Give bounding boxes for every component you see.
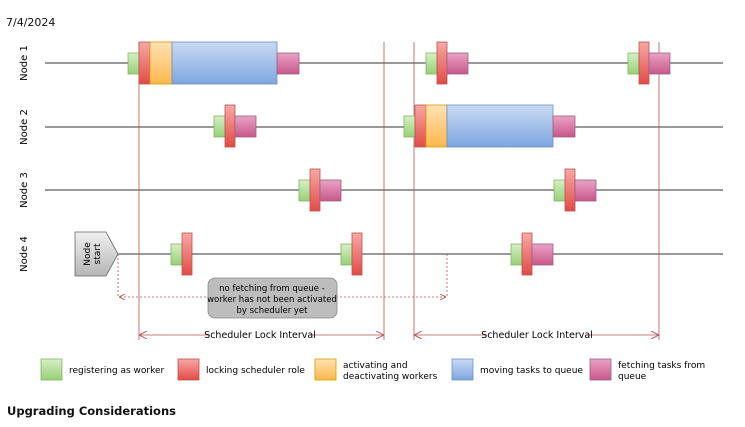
legend: registering as worker locking scheduler … <box>40 358 705 382</box>
node-2-label: Node 2 <box>19 109 30 145</box>
n1-register-block <box>627 52 640 75</box>
node-start-shape: Node start <box>74 231 119 277</box>
legend-item-activate: activating and deactivating workers <box>314 358 438 382</box>
n3-register-block <box>553 179 566 202</box>
n3-register-block <box>298 179 311 202</box>
n4-lock-block <box>181 232 193 276</box>
n2-register-block <box>213 115 226 138</box>
n2-lock-block <box>414 104 427 148</box>
n2-activate-block <box>425 104 448 148</box>
legend-item-fetch: fetching tasks from queue <box>589 358 705 382</box>
n1-lock-block <box>436 41 448 85</box>
page-date: 7/4/2024 <box>6 16 56 29</box>
node-4-label: Node 4 <box>19 236 30 272</box>
n4-lock-block <box>521 232 533 276</box>
n2-lock-block <box>224 104 236 148</box>
interval-2-label: Scheduler Lock Interval <box>481 330 593 341</box>
n1-lock-block <box>638 41 650 85</box>
n2-fetch-block <box>552 115 576 138</box>
legend-label-fetch-1: fetching tasks from <box>618 361 705 371</box>
legend-label-activate-1: activating and <box>343 361 408 371</box>
interval-1-arrow: Scheduler Lock Interval <box>140 328 383 341</box>
n1-register-block <box>127 52 140 75</box>
n1-activate-block <box>149 41 173 85</box>
n4-register-block <box>340 243 353 266</box>
no-fetch-span <box>117 254 448 297</box>
interval-1-label: Scheduler Lock Interval <box>204 330 316 341</box>
note-line-2: worker has not been activated <box>207 295 337 305</box>
note-line-3: by scheduler yet <box>236 306 308 316</box>
interval-2-arrow: Scheduler Lock Interval <box>415 328 658 341</box>
legend-label-register: registering as worker <box>69 366 165 376</box>
n2-fetch-block <box>234 115 257 138</box>
n3-fetch-block <box>574 179 597 202</box>
legend-label-lock: locking scheduler role <box>206 366 305 376</box>
n2-move-block <box>446 104 554 148</box>
legend-label-activate-2: deactivating workers <box>343 372 438 382</box>
section-heading: Upgrading Considerations <box>7 404 176 418</box>
n3-lock-block <box>309 168 321 212</box>
n4-register-block <box>510 243 523 266</box>
n1-fetch-block <box>276 52 300 75</box>
n3-fetch-block <box>319 179 342 202</box>
node-1-label: Node 1 <box>19 45 30 81</box>
n1-move-block <box>171 41 278 85</box>
n4-fetch-block <box>531 243 554 266</box>
node-start-label-2: start <box>93 243 103 264</box>
n1-lock-block <box>138 41 151 85</box>
node-start-label-1: Node <box>83 242 93 266</box>
legend-item-register: registering as worker <box>40 358 165 381</box>
n1-fetch-block <box>648 52 671 75</box>
note-line-1: no fetching from queue - <box>219 284 325 294</box>
n4-lock-block <box>351 232 363 276</box>
n4-register-block <box>170 243 183 266</box>
node-3-label: Node 3 <box>19 172 30 208</box>
n1-fetch-block <box>446 52 469 75</box>
legend-label-fetch-2: queue <box>618 372 647 382</box>
no-fetch-note: no fetching from queue - worker has not … <box>207 277 338 319</box>
legend-label-move: moving tasks to queue <box>480 366 583 376</box>
n3-lock-block <box>564 168 576 212</box>
n2-register-block <box>403 115 416 138</box>
legend-item-lock: locking scheduler role <box>177 358 305 381</box>
legend-item-move: moving tasks to queue <box>451 358 583 381</box>
n1-register-block <box>425 52 438 75</box>
